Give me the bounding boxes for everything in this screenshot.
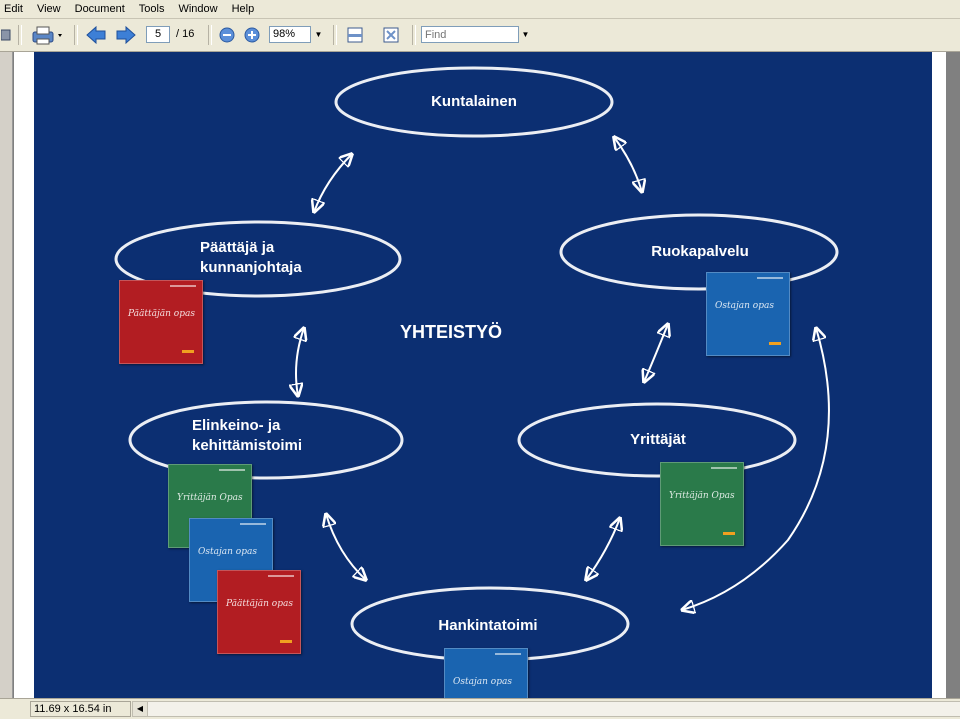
zoom-level-input[interactable]: 98% xyxy=(269,26,311,43)
node-paattaja: Päättäjä ja kunnanjohtaja xyxy=(200,238,302,278)
menu-help[interactable]: Help xyxy=(231,3,255,15)
book-band xyxy=(268,575,294,577)
page-size-readout: 11.69 x 16.54 in xyxy=(30,701,131,717)
page-number-input[interactable]: 5 xyxy=(146,26,170,43)
book-logo xyxy=(769,342,781,345)
book-cover-ostajan-opas: Ostajan opas xyxy=(706,272,790,356)
book-cover-ostajan-opas: Ostajan opas xyxy=(444,648,528,698)
book-logo xyxy=(723,532,735,535)
book-band xyxy=(170,285,196,287)
menu-document[interactable]: Document xyxy=(74,3,125,15)
book-title: Ostajan opas xyxy=(715,301,774,311)
slide-collaboration-diagram: Kuntalainen Päättäjä ja kunnanjohtaja Ru… xyxy=(34,52,932,698)
book-cover-paattajan-opas: Päättäjän opas xyxy=(119,280,203,364)
diagram-lines xyxy=(114,66,839,662)
book-band xyxy=(757,277,783,279)
toolbar: 5 / 16 98% ▼ ▼ xyxy=(0,19,960,52)
book-band xyxy=(240,523,266,525)
menu-view[interactable]: View xyxy=(36,3,61,15)
toolbar-separator xyxy=(412,25,416,45)
zoom-out-icon[interactable] xyxy=(216,19,238,51)
book-band xyxy=(711,467,737,469)
print-icon[interactable] xyxy=(28,19,68,51)
node-yrittajat: Yrittäjät xyxy=(630,431,686,448)
toolbar-separator xyxy=(333,25,337,45)
node-ruokapalvelu: Ruokapalvelu xyxy=(651,243,749,260)
book-title: Ostajan opas xyxy=(453,677,512,687)
book-logo xyxy=(182,350,194,353)
previous-page-icon[interactable] xyxy=(84,19,108,51)
fit-page-icon[interactable] xyxy=(380,19,402,51)
document-viewport[interactable]: Kuntalainen Päättäjä ja kunnanjohtaja Ru… xyxy=(0,52,960,698)
menu-window[interactable]: Window xyxy=(178,3,218,15)
node-elinkeino: Elinkeino- ja kehittämistoimi xyxy=(192,416,302,456)
book-logo xyxy=(280,640,292,643)
node-paattaja-line1: Päättäjä ja xyxy=(200,239,275,256)
navigation-pane-edge[interactable] xyxy=(0,52,13,698)
book-cover-yrittajan-opas: Yrittäjän Opas xyxy=(660,462,744,546)
next-page-icon[interactable] xyxy=(114,19,138,51)
menu-tools[interactable]: Tools xyxy=(138,3,165,15)
toolbar-separator xyxy=(208,25,212,45)
find-input[interactable] xyxy=(421,26,519,43)
book-title: Ostajan opas xyxy=(198,547,257,557)
book-cover-paattajan-opas: Päättäjän opas xyxy=(217,570,301,654)
scroll-left-arrow-icon[interactable]: ◀ xyxy=(133,702,148,716)
page-total: / 16 xyxy=(176,28,195,40)
book-band xyxy=(219,469,245,471)
toolbar-separator xyxy=(18,25,22,45)
node-elinkeino-line1: Elinkeino- ja xyxy=(192,417,281,434)
menu-edit[interactable]: Edit xyxy=(4,3,23,15)
zoom-in-icon[interactable] xyxy=(241,19,263,51)
node-hankintatoimi: Hankintatoimi xyxy=(438,617,538,634)
save-icon[interactable] xyxy=(0,19,12,51)
book-title: Päättäjän opas xyxy=(226,599,293,609)
find-dropdown-chevron-icon[interactable]: ▼ xyxy=(521,30,530,39)
menu-bar: Edit View Document Tools Window Help xyxy=(0,0,960,19)
node-paattaja-line2: kunnanjohtaja xyxy=(200,259,302,276)
node-kuntalainen: Kuntalainen xyxy=(431,93,517,110)
zoom-dropdown-chevron-icon[interactable]: ▼ xyxy=(314,30,323,39)
book-band xyxy=(495,653,521,655)
book-title: Päättäjän opas xyxy=(128,309,195,319)
node-elinkeino-line2: kehittämistoimi xyxy=(192,437,303,454)
book-title: Yrittäjän Opas xyxy=(669,491,735,501)
horizontal-scrollbar[interactable]: ◀ xyxy=(132,701,960,717)
book-title: Yrittäjän Opas xyxy=(177,493,243,503)
fit-width-icon[interactable] xyxy=(344,19,366,51)
status-bar: 11.69 x 16.54 in ◀ xyxy=(0,698,960,719)
toolbar-separator xyxy=(74,25,78,45)
center-title: YHTEISTYÖ xyxy=(400,322,503,342)
